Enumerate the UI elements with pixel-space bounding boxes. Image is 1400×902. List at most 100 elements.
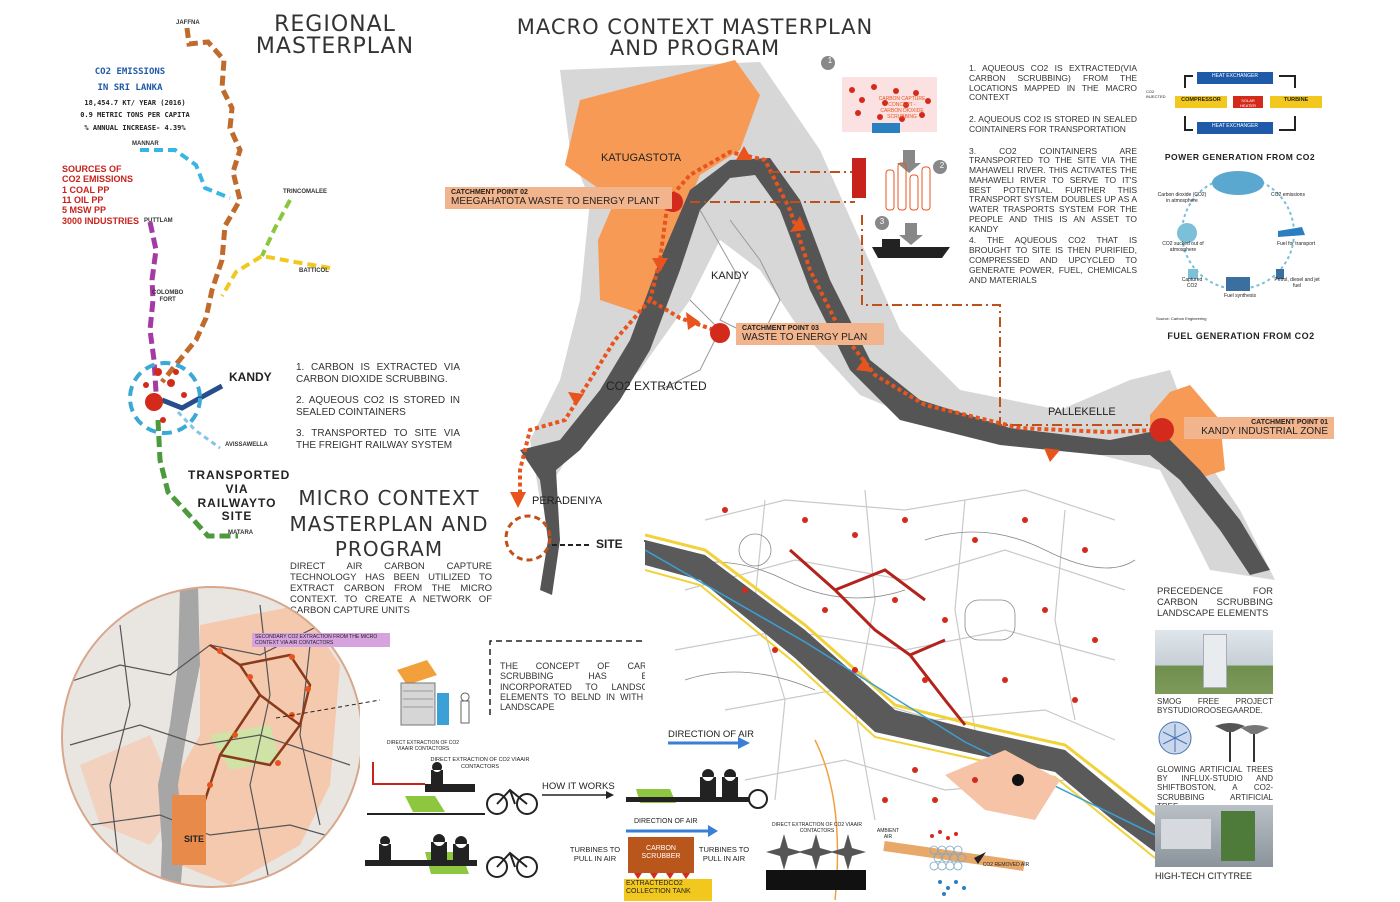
tree-pattern — [1162, 724, 1188, 752]
fuel-plant — [1226, 277, 1250, 291]
power-generation-diagram — [1175, 72, 1322, 134]
regional-step: 1. CARBON IS EXTRACTED VIA CARBON DIOXID… — [296, 362, 460, 385]
micro-title-line1: MICRO CONTEXT — [298, 486, 480, 510]
transported-note: TRANSPORTED VIA RAILWAYTO SITE — [188, 468, 289, 524]
seated-person — [453, 836, 469, 862]
bicycle-wheel — [486, 793, 508, 815]
place-trincomalee: TRINCOMALEE — [283, 189, 327, 195]
heat-exchanger-bottom — [1197, 122, 1273, 134]
emissions-title-line1: CO2 EMISSIONS — [94, 67, 166, 77]
citytree-caption: HIGH-TECH CITYTREE — [1155, 871, 1253, 881]
route-arrow — [652, 258, 668, 272]
extraction-network — [909, 638, 946, 657]
seated-person — [700, 769, 716, 797]
rail-line-matara — [155, 419, 238, 539]
micro-circle-label: SECONDARY CO2 EXTRACTION FROM THE MICRO … — [252, 633, 390, 647]
sources-line: 5 MSW PP — [62, 205, 107, 216]
heat-exchanger-top-label: HEAT EXCHANGER — [1212, 73, 1258, 79]
catchment-point-03-tag: CATCHMENT POINT 03 WASTE TO ENERGY PLAN — [736, 323, 884, 345]
flow-arrow — [1184, 116, 1193, 131]
micro-concept-text: THE CONCEPT OF CARBON SCRUBBING HAS BEEN… — [500, 661, 666, 713]
label-pallekelle: PALLEKELLE — [1048, 406, 1116, 418]
connector-line — [861, 215, 1150, 426]
route-arrow — [686, 312, 700, 330]
stadium — [964, 599, 1016, 641]
road-line — [659, 299, 721, 391]
fuel-node-petrol: Petrol, diesel and jet fuel — [1274, 277, 1320, 289]
carbon-scrubber-box — [628, 837, 694, 873]
contactor-base — [766, 870, 866, 890]
stat-increase: % ANNUAL INCREASE- 4.39% — [84, 123, 186, 132]
catchment-point-01-name: KANDY INDUSTRIAL ZONE — [1201, 426, 1328, 437]
bench-frame — [372, 762, 425, 785]
ambient-air-arrow — [883, 841, 1025, 871]
site-focus-circle — [504, 514, 552, 562]
emission-point — [173, 369, 179, 375]
catchment-point-01-tag: CATCHMENT POINT 01 KANDY INDUSTRIAL ZONE — [1184, 417, 1334, 439]
citytree-photo — [1155, 805, 1273, 867]
bench-illustrations — [365, 762, 538, 878]
how-it-works-diagram — [542, 737, 768, 901]
air-direction-arrowhead — [738, 737, 750, 749]
plan-base — [645, 480, 1155, 900]
macro-title: MACRO CONTEXT MASTERPLAN AND PROGRAM — [500, 17, 890, 59]
regional-title: REGIONAL MASTERPLAN — [250, 14, 420, 58]
regional-step: 2. AQUEOUS CO2 IS STORED IN SEALED COINT… — [296, 395, 460, 418]
compressor-box — [1175, 96, 1227, 108]
catchment-point-02-tag: CATCHMENT POINT 02 MEEGAHATOTA WASTE TO … — [445, 187, 672, 209]
transported-line: SITE — [221, 509, 253, 524]
down-arrow — [897, 150, 921, 173]
emissions-title-line2: IN SRI LANKA — [97, 83, 163, 94]
carbon-scrubber-label: CARBON SCRUBBER — [641, 845, 681, 861]
bicycle-frame — [496, 851, 528, 868]
route-arrow — [856, 358, 872, 372]
micro-title: MICRO CONTEXT MASTERPLAN AND PROGRAM — [282, 486, 496, 563]
storage-basin — [872, 123, 900, 133]
turbines-right-label: TURBINES TO PULL IN AIR — [698, 845, 750, 863]
emission-sources: SOURCES OF CO2 EMISSIONS 1 COAL PP 11 OI… — [62, 164, 139, 226]
captured-co2-tank — [1188, 269, 1198, 279]
tower-louvres — [403, 690, 433, 708]
route-arrow — [1044, 448, 1060, 462]
river-edge-path — [645, 533, 1155, 817]
river-channel — [158, 587, 200, 887]
place-colombo-line1: COLOMBO — [152, 290, 184, 296]
step-number-2: 2 — [939, 161, 945, 170]
direction-of-air-label: DIRECTION OF AIR — [668, 729, 755, 740]
heat-exchanger-top — [1197, 72, 1273, 84]
street-grid — [954, 499, 976, 731]
bicycle-wheel — [748, 789, 768, 809]
road-line — [249, 604, 271, 886]
extraction-network — [219, 724, 301, 767]
turbines-left-label: TURBINES TO PULL IN AIR — [569, 845, 621, 863]
fuel-node-transport: Fuel for transport — [1276, 241, 1316, 247]
label-kandy: KANDY — [711, 270, 749, 282]
power-generation-title: POWER GENERATION FROM CO2 — [1164, 152, 1316, 162]
rail-network-map — [128, 27, 331, 539]
site-marker — [1012, 774, 1024, 786]
fuel-node-sucked: CO2 sucked out of atmosphere — [1162, 241, 1204, 253]
macro-step: 4. THE AQUEOUS CO2 THAT IS BROUGHT TO SI… — [969, 235, 1137, 285]
step-badge — [875, 216, 889, 230]
place-avissawella: AVISSAWELLA — [225, 442, 268, 448]
solar-heater-box — [1233, 96, 1263, 108]
tree-canopy — [1241, 725, 1269, 734]
emissions-stats: 18,454.7 KT/ YEAR (2016) 0.9 METRIC TONS… — [60, 97, 210, 134]
rail-line-avissawella — [176, 410, 221, 450]
capture-concept-label: CARBON CAPTURE CONCEPT - CARBON DIOXIDE … — [878, 96, 926, 120]
smog-free-caption: SMOG FREE PROJECT BYSTUDIOROOSEGAARDE. — [1157, 697, 1273, 716]
macro-title-line2: AND PROGRAM — [609, 36, 781, 60]
downflow-arrows — [634, 873, 690, 879]
how-it-works-arrowhead — [606, 791, 614, 799]
site-map-border — [61, 586, 360, 888]
bench-green — [405, 796, 445, 812]
co2-particles — [849, 84, 931, 122]
barge-cabin — [882, 239, 900, 247]
rail-line-jaffna — [160, 27, 243, 384]
extraction-network — [834, 568, 926, 602]
transport-barge — [872, 247, 950, 258]
co2-particles — [930, 830, 958, 840]
citytree-moss-wall — [1221, 811, 1255, 861]
tree-canopy — [1215, 723, 1245, 732]
direction-of-air-small-label: DIRECTION OF AIR — [634, 818, 698, 825]
